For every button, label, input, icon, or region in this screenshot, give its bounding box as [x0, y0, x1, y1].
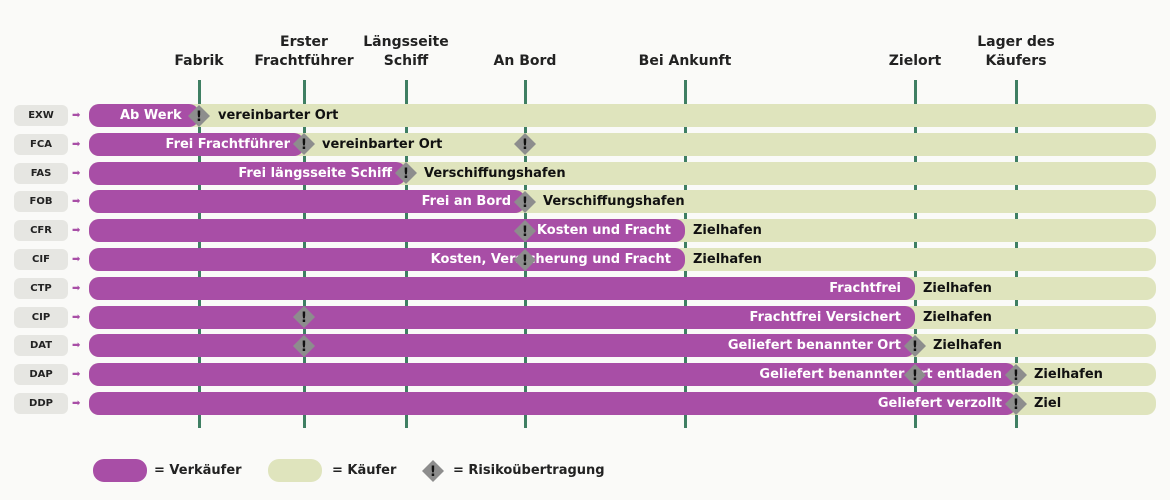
row-fas-code: FAS	[14, 162, 68, 184]
warning-diamond-icon: !	[1004, 392, 1028, 416]
warning-diamond-icon: !	[292, 334, 316, 358]
row-fob-seller-label: Frei an Bord	[421, 194, 511, 210]
row-ddp-buyer-label: Ziel	[1034, 396, 1062, 411]
risk-symbol: !	[196, 109, 202, 125]
row-ctp-seller-label: Frachtfrei	[829, 280, 901, 296]
warning-diamond-icon: !	[1004, 363, 1028, 387]
row-fob-seller-bar	[89, 190, 525, 214]
arrow-right-icon: ➡	[72, 311, 81, 323]
row-cip-seller-bar	[89, 305, 915, 329]
row-dap-buyer-label: Zielhafen	[1034, 367, 1103, 383]
column-header-an-bord: An Bord	[493, 53, 557, 69]
row-fca-seller-label: Frei Frachtführer	[165, 136, 290, 152]
legend-buyer-swatch	[268, 459, 322, 482]
risk-symbol: !	[912, 368, 918, 384]
row-dat-code: DAT	[14, 335, 68, 357]
risk-symbol: !	[522, 253, 528, 269]
warning-diamond-icon: !	[513, 248, 537, 272]
row-cif-code: CIF	[14, 249, 68, 270]
row-cip-seller-label: Frachtfrei Versichert	[749, 309, 901, 325]
arrow-right-icon: ➡	[72, 110, 81, 121]
risk-symbol: !	[522, 137, 528, 153]
row-fca-seller-bar	[89, 132, 304, 156]
risk-symbol: !	[1013, 368, 1019, 384]
row-fob-buyer-label: Verschiffungshafen	[543, 194, 685, 210]
row-exw-buyer-label: vereinbarter Ort	[218, 108, 339, 123]
row-cif-seller-bar	[89, 248, 685, 271]
row-fob-code: FOB	[14, 191, 68, 213]
column-header-fabrik: Fabrik	[174, 53, 224, 69]
risk-symbol: !	[1013, 397, 1019, 413]
row-cif-seller-label: Kosten, Versicherung und Fracht	[430, 252, 671, 267]
risk-symbol: !	[301, 339, 307, 355]
arrow-right-icon: ➡	[72, 340, 81, 352]
row-cfr-seller-label: Kosten und Fracht	[536, 223, 671, 239]
legend-seller-swatch	[93, 459, 147, 482]
row-fca-code: FCA	[14, 133, 68, 155]
risk-symbol: !	[301, 310, 307, 326]
row-ctp-seller-bar	[89, 276, 915, 300]
row-cfr-code: CFR	[14, 220, 68, 242]
arrow-right-icon: ➡	[72, 138, 81, 150]
arrow-right-icon: ➡	[72, 398, 81, 409]
row-cfr-buyer-label: Zielhafen	[693, 223, 762, 239]
row-dat-buyer-label: Zielhafen	[933, 338, 1002, 354]
row-cif-buyer-label: Zielhafen	[693, 252, 762, 267]
column-header-zielort: Zielort	[888, 53, 942, 69]
risk-symbol: !	[912, 339, 918, 355]
risk-symbol: !	[522, 195, 528, 211]
row-fca-buyer-bar	[89, 132, 1156, 156]
row-dap-seller-label: Geliefert benannter Ort entladen	[759, 367, 1002, 383]
risk-symbol: !	[301, 137, 307, 153]
row-cfr-seller-bar	[89, 219, 685, 243]
column-header-lager-kaeufer: Lager des Käufers	[977, 34, 1055, 69]
row-fas-seller-label: Frei längsseite Schiff	[238, 165, 392, 181]
risk-symbol: !	[403, 166, 409, 182]
column-header-bei-ankunft: Bei Ankunft	[638, 53, 732, 69]
row-fas-buyer-label: Verschiffungshafen	[424, 165, 566, 181]
row-dap-code: DAP	[14, 364, 68, 386]
warning-diamond-icon: !	[513, 219, 537, 243]
arrow-right-icon: ➡	[72, 282, 81, 294]
row-exw-code: EXW	[14, 105, 68, 126]
risk-symbol: !	[522, 224, 528, 240]
warning-diamond-icon: !	[394, 161, 418, 185]
risk-symbol: !	[430, 464, 436, 480]
row-exw-buyer-bar	[89, 104, 1156, 127]
warning-diamond-icon: !	[903, 363, 927, 387]
row-ctp-code: CTP	[14, 277, 68, 299]
row-fca-buyer-label: vereinbarter Ort	[322, 136, 443, 152]
row-ddp-code: DDP	[14, 393, 68, 414]
legend-buyer-label: = Käufer	[332, 463, 397, 478]
warning-diamond-icon: !	[292, 305, 316, 329]
arrow-right-icon: ➡	[72, 167, 81, 179]
row-dat-seller-label: Geliefert benannter Ort	[727, 338, 901, 354]
warning-diamond-icon: !	[903, 334, 927, 358]
row-dat-seller-bar	[89, 334, 915, 358]
row-fas-seller-bar	[89, 161, 406, 185]
legend-risk-label: = Risikoübertragung	[453, 463, 605, 478]
row-exw-seller-bar	[89, 104, 199, 127]
legend-seller-label: = Verkäufer	[154, 463, 242, 478]
warning-diamond-icon: !	[513, 132, 537, 156]
arrow-right-icon: ➡	[72, 369, 81, 381]
row-cip-code: CIP	[14, 306, 68, 328]
warning-diamond-icon: !	[292, 132, 316, 156]
warning-diamond-icon: !	[187, 104, 211, 128]
row-exw-seller-label: Ab Werk	[120, 108, 182, 123]
column-header-erster-frachtfuehrer: Erster Frachtführer	[254, 34, 354, 69]
warning-diamond-icon: !	[513, 190, 537, 214]
column-header-laengsseite-schiff: Längsseite Schiff	[363, 34, 449, 69]
row-cip-buyer-label: Zielhafen	[923, 309, 992, 325]
row-dap-seller-bar	[89, 363, 1016, 387]
row-ctp-buyer-label: Zielhafen	[923, 280, 992, 296]
legend-warning-diamond-icon: !	[421, 459, 445, 483]
arrow-right-icon: ➡	[72, 254, 81, 265]
row-ddp-seller-label: Geliefert verzollt	[877, 396, 1002, 411]
arrow-right-icon: ➡	[72, 225, 81, 237]
row-ddp-seller-bar	[89, 392, 1016, 415]
arrow-right-icon: ➡	[72, 196, 81, 208]
